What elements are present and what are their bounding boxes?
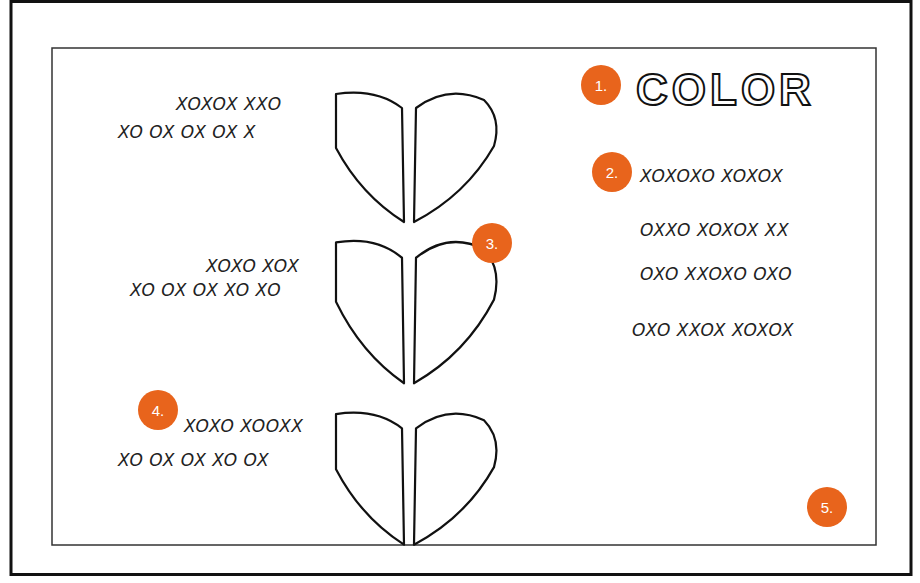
callout-number: 2.: [592, 152, 632, 192]
outer-frame: [11, 2, 911, 575]
heart: [336, 93, 496, 222]
placeholder-text: XO OX OX XO XO: [130, 282, 281, 299]
callout-number: 4.: [138, 390, 178, 430]
callout-number: 3.: [472, 223, 512, 263]
placeholder-text: OXO XXOXO OXO: [640, 266, 792, 283]
placeholder-text: XOXOXO XOXOX: [640, 168, 783, 185]
heart: [336, 241, 496, 383]
placeholder-text: XO OX OX OX X: [118, 124, 256, 141]
placeholder-text: OXXO XOXOX XX: [640, 222, 789, 239]
title-text: COLOR: [636, 68, 815, 112]
inner-frame: [52, 48, 876, 545]
heart: [336, 413, 496, 545]
callout-number: 1.: [581, 65, 621, 105]
placeholder-text: OXO XXOX XOXOX: [632, 322, 794, 339]
callout-number: 5.: [807, 487, 847, 527]
placeholder-text: XOXOX XXO: [176, 96, 282, 113]
placeholder-text: XO OX OX XO OX: [118, 452, 269, 469]
placeholder-text: XOXO XOX: [206, 258, 299, 275]
placeholder-text: XOXO XOOXX: [184, 418, 303, 435]
